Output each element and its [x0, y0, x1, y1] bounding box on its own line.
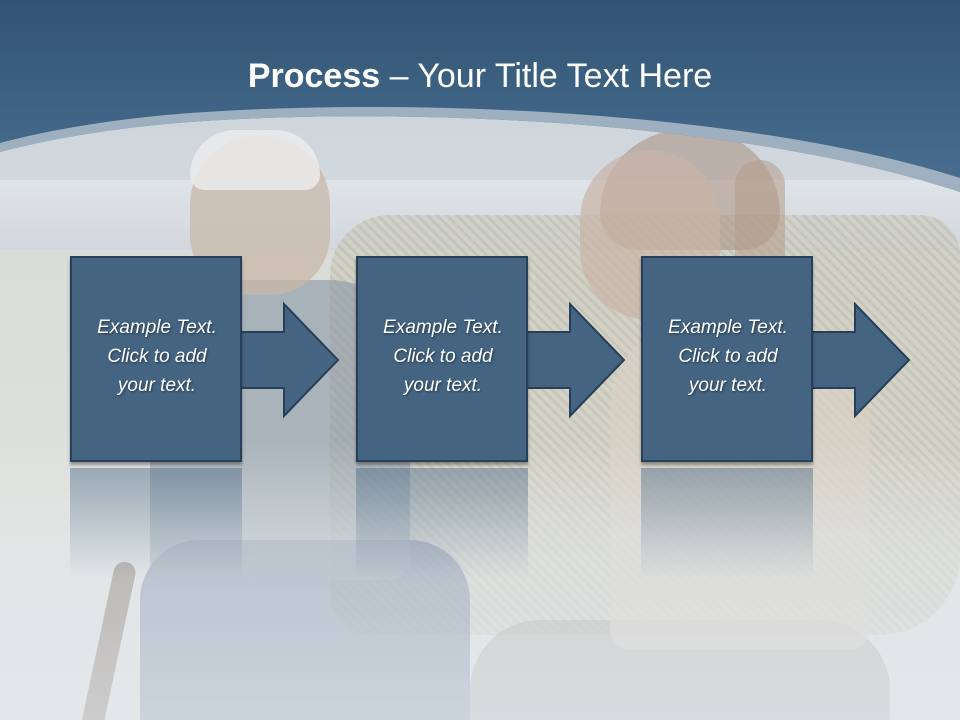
step-text[interactable]: Example Text. Click to add your text.	[97, 317, 217, 396]
title-band	[0, 0, 960, 192]
step-box: Example Text. Click to add your text.	[70, 256, 242, 462]
title-rest-text: – Your Title Text Here	[380, 57, 713, 95]
step-reflection	[356, 468, 528, 578]
slide-title[interactable]: Process – Your Title Text Here	[0, 50, 960, 102]
step-reflection	[70, 468, 242, 578]
step-text[interactable]: Example Text. Click to add your text.	[668, 317, 788, 396]
step-reflection	[641, 468, 813, 578]
process-step-1[interactable]: Example Text. Click to add your text.	[70, 256, 420, 468]
title-bold-text: Process	[247, 57, 381, 95]
process-step-3[interactable]: Example Text. Click to add your text.	[641, 256, 960, 468]
step-box: Example Text. Click to add your text.	[356, 256, 528, 462]
step-box: Example Text. Click to add your text.	[641, 256, 813, 462]
process-step-2[interactable]: Example Text. Click to add your text.	[356, 256, 706, 468]
step-text[interactable]: Example Text. Click to add your text.	[383, 317, 503, 396]
